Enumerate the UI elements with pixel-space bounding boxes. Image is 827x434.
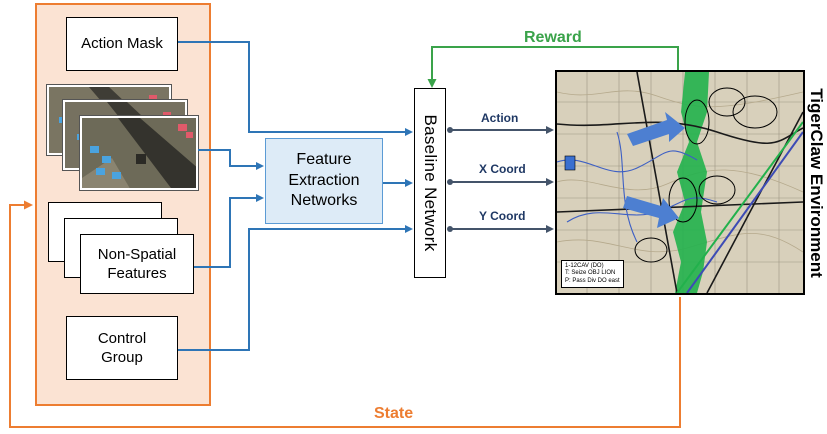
state-label: State <box>374 405 414 422</box>
tigerclaw-environment-label: TigerClaw Environment <box>806 70 826 295</box>
action-mask-to-baseline-arrow <box>178 41 413 136</box>
map-legend-line2: T: Seize OBJ LION <box>565 270 616 276</box>
feature-extraction-networks-box: Feature Extraction Networks <box>265 138 383 224</box>
terrain-map-icon <box>557 72 803 293</box>
non-spatial-label-line2: Features <box>107 265 167 282</box>
non-spatial-features-box: Non-Spatial Features <box>80 234 194 294</box>
map-legend: 1-12CAV (DO) T: Seize OBJ LION P: Pass D… <box>561 259 624 288</box>
game-screenshot-icon <box>82 118 196 188</box>
fen-label-line2: Extraction <box>288 171 360 189</box>
fen-label-line1: Feature <box>296 150 352 168</box>
baseline-network-label: Baseline Network <box>421 114 440 252</box>
y-coord-output-label: Y Coord <box>479 209 526 223</box>
control-group-box: Control Group <box>66 316 178 380</box>
spatial-feature-image-front <box>80 116 198 190</box>
tigerclaw-environment-text: TigerClaw Environment <box>807 87 826 278</box>
non-spatial-to-fen-arrow <box>194 194 264 268</box>
map-legend-line3: P: Pass Div DO east <box>565 277 620 284</box>
state-feedback-arrow <box>9 200 681 428</box>
control-group-label-line1: Control <box>97 329 147 347</box>
x-coord-output-label: X Coord <box>479 162 526 176</box>
map-legend-line1: 1-12CAV (DO) <box>565 262 604 269</box>
action-mask-box: Action Mask <box>66 17 178 71</box>
reward-feedback-arrow <box>427 46 679 88</box>
non-spatial-label-line1: Non-Spatial <box>97 245 177 263</box>
action-output-label: Action <box>481 111 519 125</box>
baseline-network-box: Baseline Network <box>414 88 446 278</box>
control-group-label-line2: Group <box>101 349 143 366</box>
reward-label: Reward <box>524 29 582 46</box>
tigerclaw-map: 1-12CAV (DO) T: Seize OBJ LION P: Pass D… <box>555 70 805 295</box>
action-mask-label: Action Mask <box>81 35 163 53</box>
spatial-to-fen-arrow <box>198 149 264 170</box>
fen-label-line3: Networks <box>290 192 358 210</box>
control-group-to-baseline-arrow <box>178 225 413 351</box>
